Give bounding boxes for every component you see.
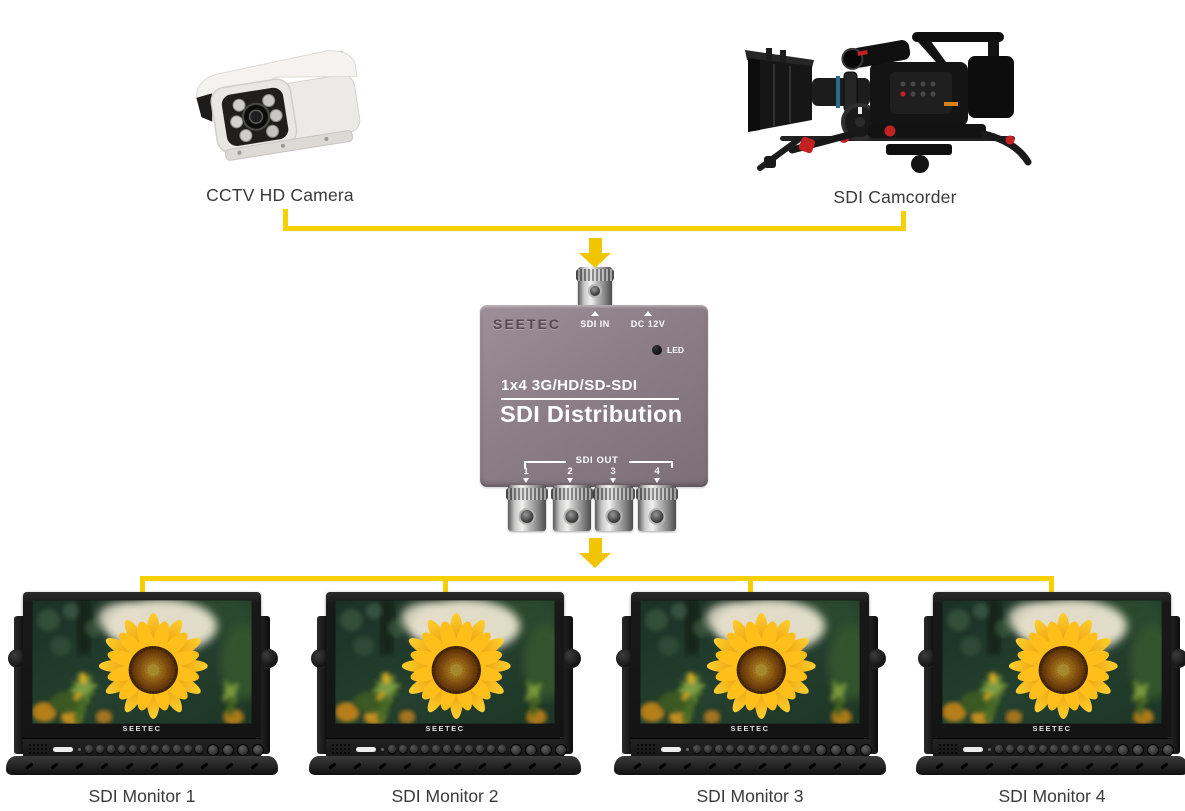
sdi-camcorder-image: [745, 32, 1032, 173]
stand-knob-right: [259, 649, 278, 668]
monitor-brand-logo: SEETEC: [1032, 724, 1072, 733]
dc12v-label: DC 12V: [630, 319, 666, 329]
power-button: [963, 747, 983, 752]
out-port-3-arrow-icon: [610, 478, 616, 483]
bnc-input-connector: [576, 267, 614, 307]
sdi-in-label: SDI IN: [580, 319, 610, 329]
menu-buttons: [693, 745, 811, 753]
output-bus-line: [140, 576, 1054, 581]
down-arrow-icon: [589, 238, 602, 254]
menu-buttons: [995, 745, 1113, 753]
input-bus-line: [283, 226, 906, 231]
power-led: [686, 748, 689, 751]
sdi-out-bracket-tick-left: [524, 461, 526, 468]
stand-base-bar: [309, 756, 581, 775]
power-led: [78, 748, 81, 751]
down-arrow-icon: [589, 538, 602, 554]
camcorder-drop-line: [901, 211, 906, 231]
sdi-out-label: SDI OUT: [575, 455, 619, 466]
down-arrow-head-icon: [579, 253, 611, 268]
sdi-monitor-2: SEETEC SDI Monitor 2: [309, 592, 581, 811]
sdi-out-bracket-tick-right: [671, 461, 673, 468]
adjust-knobs: [815, 744, 872, 756]
model-spec-text: 1x4 3G/HD/SD-SDI: [501, 377, 638, 394]
adjust-knobs: [207, 744, 264, 756]
menu-buttons: [85, 745, 203, 753]
menu-buttons: [388, 745, 506, 753]
monitor-brand-logo: SEETEC: [730, 724, 770, 733]
monitor-label: SDI Monitor 4: [998, 786, 1106, 806]
monitor-brand-logo: SEETEC: [122, 724, 162, 733]
monitor-screen: [640, 600, 860, 724]
monitor-label: SDI Monitor 2: [391, 786, 499, 806]
monitor-bezel: SEETEC: [933, 592, 1171, 738]
stand-knob-right: [867, 649, 886, 668]
speaker-grille: [938, 743, 958, 756]
sdi-out-bracket-left: [524, 461, 566, 463]
monitor-control-strip: [933, 738, 1174, 760]
down-arrow-head-icon: [579, 553, 611, 568]
stand-base-bar: [614, 756, 886, 775]
cctv-camera-image: [195, 50, 361, 161]
out-port-2-arrow-icon: [567, 478, 573, 483]
monitor-control-strip: [631, 738, 872, 760]
power-button: [356, 747, 376, 752]
sdi-monitor-3: SEETEC SDI Monitor 3: [614, 592, 886, 811]
power-led: [381, 748, 384, 751]
out-port-4-number: 4: [654, 466, 660, 477]
power-button: [53, 747, 73, 752]
adjust-knobs: [1117, 744, 1174, 756]
monitor-screen: [335, 600, 555, 724]
monitor-bezel: SEETEC: [326, 592, 564, 738]
cctv-camera-label: CCTV HD Camera: [206, 185, 354, 205]
bnc-output-connector-4: [636, 485, 678, 531]
sdi-monitor-4: SEETEC SDI Monitor 4: [916, 592, 1185, 811]
speaker-grille: [636, 743, 656, 756]
monitor-bezel: SEETEC: [23, 592, 261, 738]
bnc-output-connector-3: [593, 485, 635, 531]
monitor-brand-logo: SEETEC: [425, 724, 465, 733]
distributor-brand-logo: SEETEC: [493, 316, 562, 332]
bnc-output-connector-2: [551, 485, 593, 531]
out-port-3-number: 3: [610, 466, 616, 477]
monitor-control-strip: [23, 738, 264, 760]
speaker-grille: [331, 743, 351, 756]
sdi-in-arrow-icon: [591, 311, 599, 316]
monitor-label: SDI Monitor 3: [696, 786, 804, 806]
product-name-text: SDI Distribution: [500, 401, 683, 427]
adjust-knobs: [510, 744, 567, 756]
monitor-1-drop-line: [140, 576, 145, 593]
monitor-4-drop-line: [1049, 576, 1054, 593]
sdi-camcorder-label: SDI Camcorder: [833, 187, 957, 207]
monitor-screen: [32, 600, 252, 724]
out-port-1-arrow-icon: [523, 478, 529, 483]
sdi-out-bracket-right: [629, 461, 673, 463]
power-button: [661, 747, 681, 752]
monitor-label: SDI Monitor 1: [88, 786, 196, 806]
out-port-1-number: 1: [523, 466, 529, 477]
stand-base-bar: [6, 756, 278, 775]
sdi-distribution-box: SEETEC SDI IN DC 12V LED 1x4 3G/HD/SD-SD…: [480, 305, 708, 487]
led-indicator: [652, 345, 662, 355]
speaker-grille: [28, 743, 48, 756]
monitor-bezel: SEETEC: [631, 592, 869, 738]
monitor-control-strip: [326, 738, 567, 760]
out-port-2-number: 2: [567, 466, 573, 477]
stand-knob-right: [1169, 649, 1185, 668]
sdi-monitor-1: SEETEC SDI Monitor 1: [6, 592, 278, 811]
monitor-2-drop-line: [443, 576, 448, 593]
power-led: [988, 748, 991, 751]
dc12v-arrow-icon: [644, 311, 652, 316]
monitor-screen: [942, 600, 1162, 724]
cctv-drop-line: [283, 209, 288, 231]
stand-knob-right: [562, 649, 581, 668]
monitor-3-drop-line: [748, 576, 753, 593]
bnc-output-connector-1: [506, 485, 548, 531]
out-port-4-arrow-icon: [654, 478, 660, 483]
divider-line: [501, 398, 679, 400]
stand-base-bar: [916, 756, 1185, 775]
led-label: LED: [667, 345, 684, 355]
